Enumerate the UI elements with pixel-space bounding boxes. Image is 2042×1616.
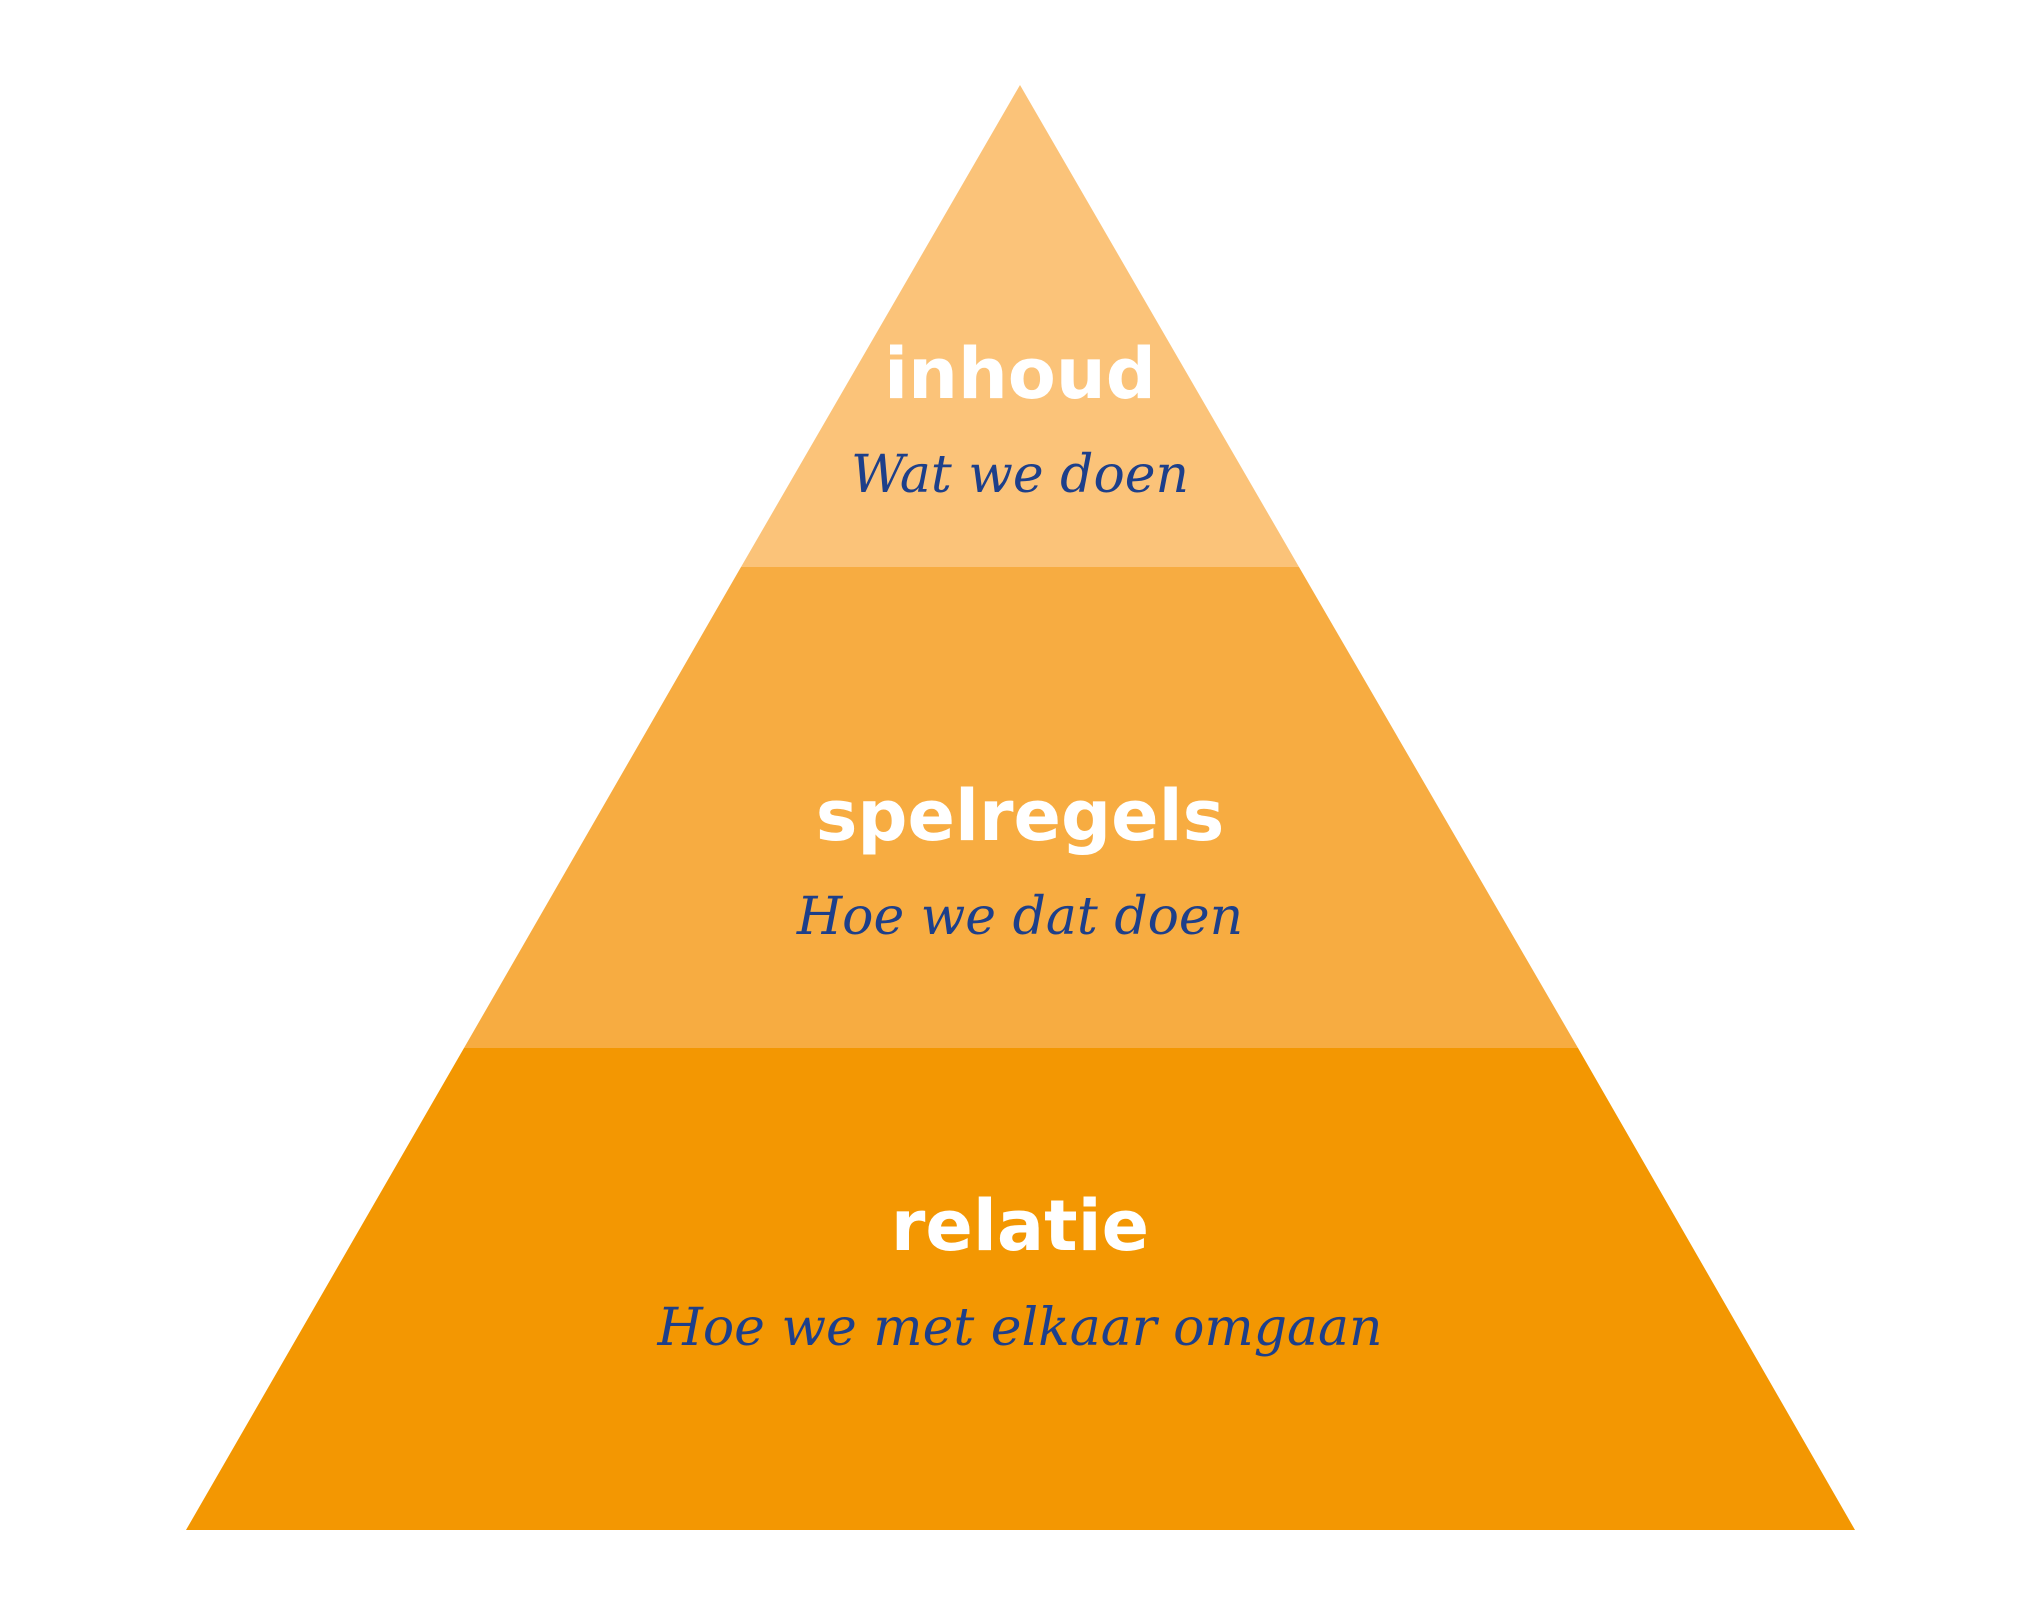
level-subtitle-relatie: Hoe we met elkaar omgaan [657, 1298, 1383, 1358]
pyramid-level-relatie [186, 1048, 1855, 1530]
pyramid-level-inhoud [741, 85, 1299, 567]
level-title-relatie: relatie [891, 1185, 1149, 1267]
level-title-inhoud: inhoud [884, 333, 1156, 415]
level-title-spelregels: spelregels [816, 775, 1224, 857]
pyramid-level-spelregels [464, 567, 1578, 1048]
level-subtitle-inhoud: Wat we doen [851, 445, 1189, 505]
level-subtitle-spelregels: Hoe we dat doen [796, 887, 1243, 947]
